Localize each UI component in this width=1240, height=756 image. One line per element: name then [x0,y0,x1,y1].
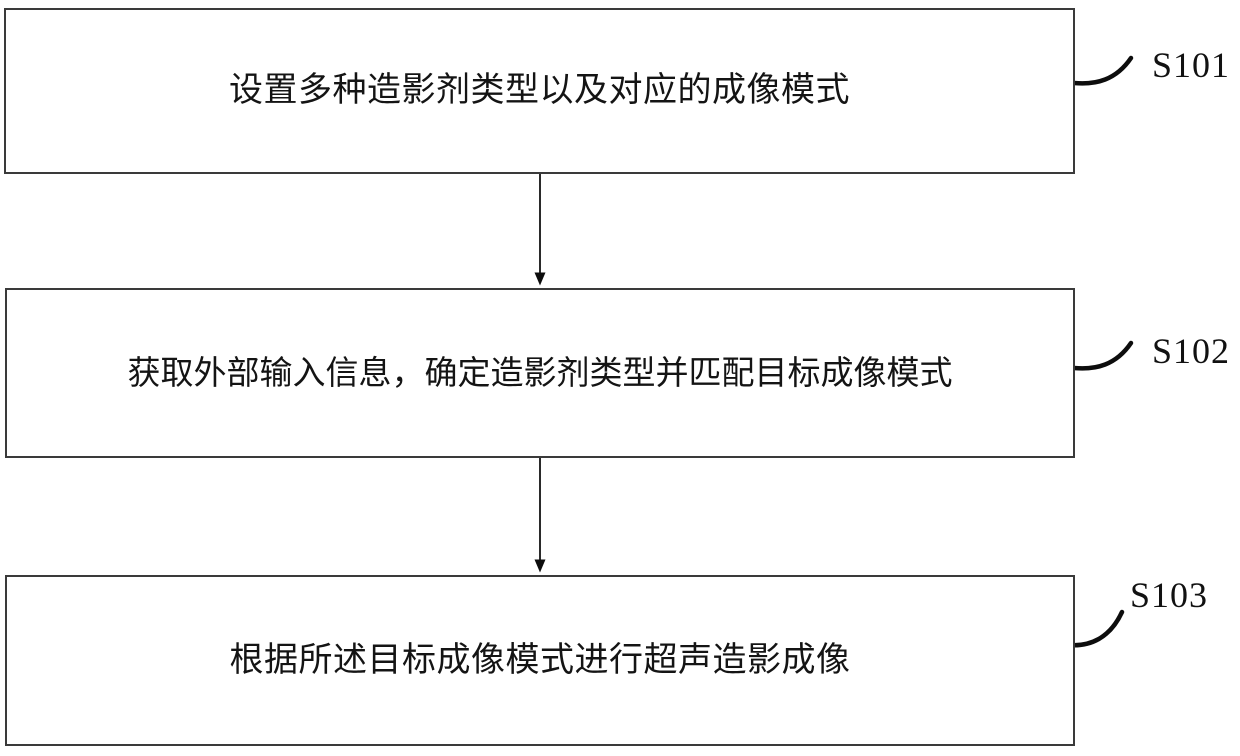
step-label-s101: S101 [1152,45,1231,85]
process-box-s102: 获取外部输入信息，确定造影剂类型并匹配目标成像模式 [5,288,1075,458]
step-label-s103: S103 [1130,575,1209,615]
process-box-s103: 根据所述目标成像模式进行超声造影成像 [5,575,1075,746]
step-label-s102: S102 [1152,331,1231,371]
leader-line-s103 [1065,609,1125,648]
process-box-s101: 设置多种造影剂类型以及对应的成像模式 [4,8,1075,174]
process-text-s102: 获取外部输入信息，确定造影剂类型并匹配目标成像模式 [127,352,953,392]
leader-line-s102 [1071,340,1134,371]
process-text-s101: 设置多种造影剂类型以及对应的成像模式 [229,70,850,111]
process-text-s103: 根据所述目标成像模式进行超声造影成像 [229,639,851,680]
leader-line-s101 [1071,55,1134,86]
